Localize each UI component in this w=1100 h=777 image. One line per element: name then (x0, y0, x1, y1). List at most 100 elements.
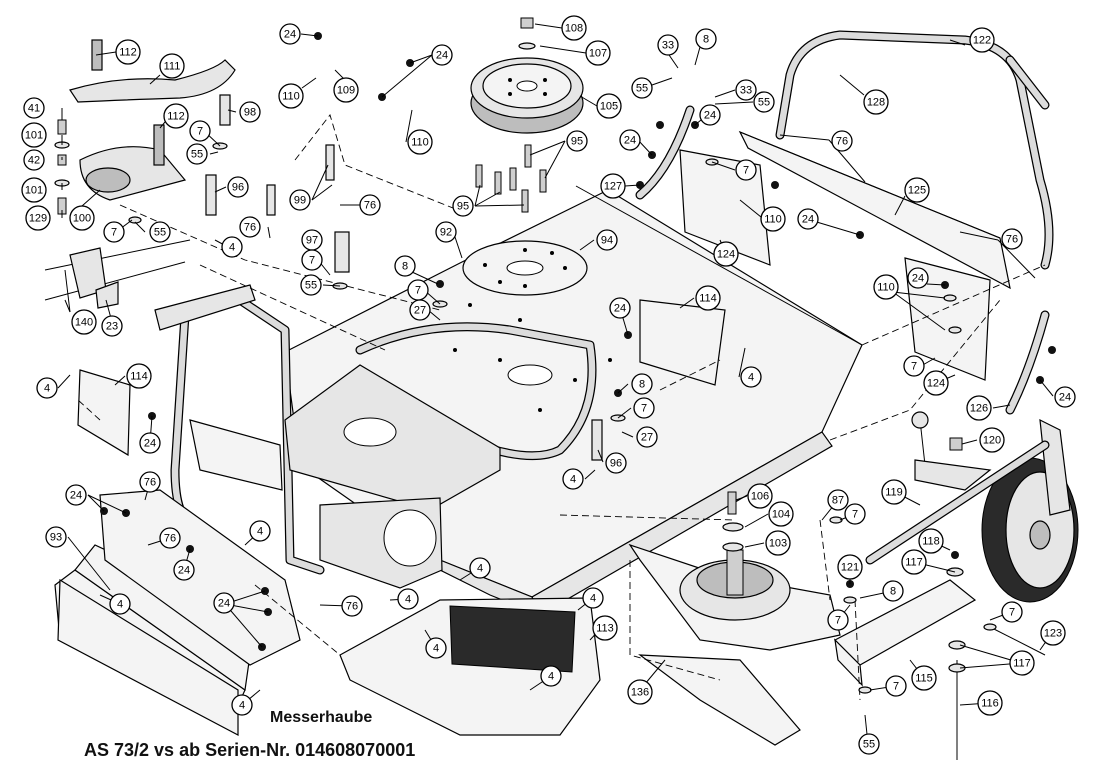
callout-circle (903, 355, 925, 377)
callout-24: 24 (1054, 386, 1076, 408)
callout-number: 114 (130, 371, 148, 383)
callout-110: 110 (760, 206, 786, 232)
callout-76: 76 (341, 595, 363, 617)
callout-24: 24 (65, 484, 87, 506)
callout-number: 95 (571, 136, 583, 148)
callout-circle (977, 690, 1003, 716)
callout-27: 27 (409, 299, 431, 321)
callout-circle (753, 91, 775, 113)
callout-number: 4 (257, 526, 263, 538)
callout-number: 96 (232, 182, 244, 194)
guard-114 (639, 299, 726, 386)
callout-124: 124 (923, 370, 949, 396)
callout-number: 23 (106, 321, 118, 333)
callout-number: 4 (117, 599, 123, 611)
callout-circle (249, 520, 271, 542)
callout-number: 7 (911, 361, 917, 373)
callout-number: 113 (596, 623, 614, 635)
callout-100: 100 (69, 205, 95, 231)
callout-number: 24 (614, 303, 626, 315)
callout-number: 92 (440, 227, 452, 239)
callout-117: 117 (1009, 650, 1035, 676)
callout-circle (699, 104, 721, 126)
callout-number: 112 (119, 47, 137, 59)
callout-number: 7 (835, 615, 841, 627)
callout-8: 8 (695, 28, 717, 50)
callout-116: 116 (977, 690, 1003, 716)
callout-circle (21, 177, 47, 203)
callout-number: 24 (802, 214, 814, 226)
diagram-subtitle: AS 73/2 vs ab Serien-Nr. 014608070001 (84, 740, 416, 760)
callout-number: 8 (639, 379, 645, 391)
callout-76: 76 (139, 471, 161, 493)
callout-number: 126 (970, 403, 988, 415)
callout-number: 76 (244, 222, 256, 234)
callout-number: 76 (346, 601, 358, 613)
callout-7: 7 (301, 249, 323, 271)
callout-number: 76 (836, 136, 848, 148)
callout-95: 95 (452, 195, 474, 217)
callout-110: 110 (407, 129, 433, 155)
callout-24: 24 (431, 44, 453, 66)
callout-circle (163, 103, 189, 129)
callout-107: 107 (585, 40, 611, 66)
callout-circle (966, 395, 992, 421)
blade-hub (628, 491, 841, 746)
callout-number: 117 (1013, 658, 1031, 670)
callout-circle (627, 679, 653, 705)
callout-circle (173, 559, 195, 581)
bolt-stack-left (54, 119, 70, 215)
callout-number: 7 (743, 165, 749, 177)
callout-circle (561, 15, 587, 41)
callout-4: 4 (36, 377, 58, 399)
callout-circle (394, 255, 416, 277)
callout-circle (566, 130, 588, 152)
callout-circle (631, 373, 653, 395)
callout-103: 103 (765, 530, 791, 556)
callout-circle (301, 249, 323, 271)
callout-circle (469, 557, 491, 579)
callout-circle (695, 28, 717, 50)
callout-111: 111 (159, 53, 185, 79)
callout-96: 96 (605, 452, 627, 474)
callout-circle (213, 592, 235, 614)
callout-circle (863, 89, 889, 115)
callout-24: 24 (279, 23, 301, 45)
rear-rail (738, 130, 1011, 290)
callout-circle (837, 554, 863, 580)
callout-circle (159, 527, 181, 549)
callout-97: 97 (301, 229, 323, 251)
callout-circle (409, 299, 431, 321)
callout-circle (239, 216, 261, 238)
callout-number: 7 (1009, 607, 1015, 619)
callout-number: 24 (436, 50, 448, 62)
callout-number: 111 (164, 61, 181, 73)
callout-114: 114 (695, 285, 721, 311)
callout-circle (885, 675, 907, 697)
callout-121: 121 (837, 554, 863, 580)
callout-circle (713, 241, 739, 267)
callout-98: 98 (239, 101, 261, 123)
chassis-frame (154, 284, 597, 589)
callout-41: 41 (23, 97, 45, 119)
callout-24: 24 (699, 104, 721, 126)
callout-circle (695, 285, 721, 311)
callout-112: 112 (163, 103, 189, 129)
callout-circle (605, 452, 627, 474)
callout-circle (765, 530, 791, 556)
callout-number: 24 (1059, 392, 1071, 404)
callout-number: 105 (600, 101, 618, 113)
callout-55: 55 (631, 77, 653, 99)
callout-circle (227, 176, 249, 198)
callout-circle (844, 503, 866, 525)
callout-76: 76 (239, 216, 261, 238)
callout-7: 7 (885, 675, 907, 697)
callout-number: 55 (305, 280, 317, 292)
callout-circle (69, 205, 95, 231)
callout-circle (359, 194, 381, 216)
callout-circle (189, 120, 211, 142)
callout-117: 117 (901, 549, 927, 575)
callout-127: 127 (600, 173, 626, 199)
callout-7: 7 (844, 503, 866, 525)
front-guard (54, 369, 301, 736)
